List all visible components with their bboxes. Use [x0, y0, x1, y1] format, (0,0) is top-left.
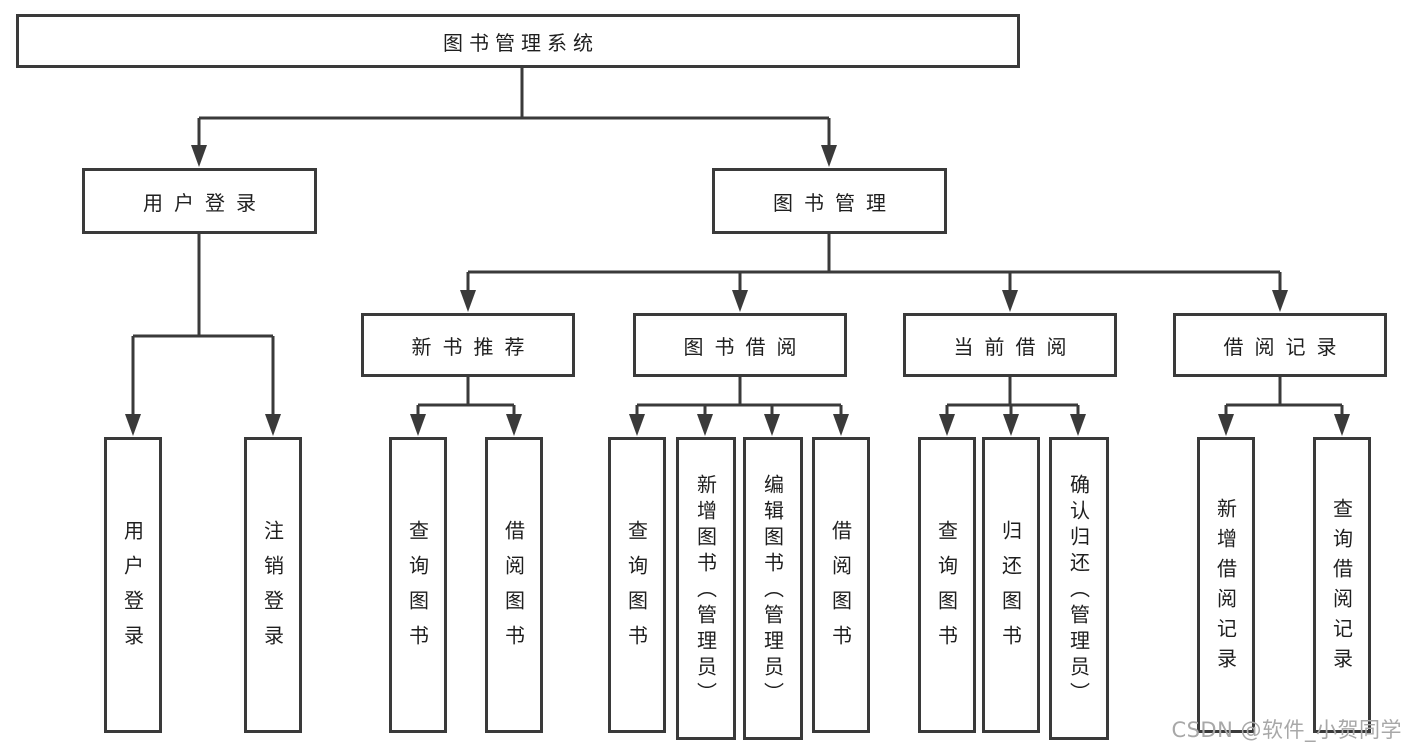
node-root-label: 图书管理系统 [443, 30, 599, 55]
node-user-login-label: 用户登录 [143, 190, 267, 215]
node-new-book-recommend-label: 新书推荐 [411, 334, 536, 359]
node-user-login: 用户登录 [82, 168, 317, 234]
arrowhead-down-icon [732, 290, 748, 312]
connector-spines [133, 68, 1342, 407]
leaf-return-books: 归还图书 [982, 437, 1040, 733]
leaf-query-books-recommend: 查询图书 [389, 437, 447, 733]
watermark: CSDN @软件_小贺同学 [1171, 718, 1402, 742]
leaf-add-borrow-record: 新增借阅记录 [1197, 437, 1255, 733]
arrowhead-down-icon [1070, 414, 1086, 436]
arrowhead-down-icon [410, 414, 426, 436]
leaf-query-borrow-record: 查询借阅记录 [1313, 437, 1371, 733]
node-current-borrowing-label: 当前借阅 [953, 334, 1078, 359]
arrowhead-down-icon [697, 414, 713, 436]
leaf-query-books-borrowing: 查询图书 [608, 437, 666, 733]
node-new-book-recommend: 新书推荐 [361, 313, 575, 377]
node-root: 图书管理系统 [16, 14, 1020, 68]
arrowhead-down-icon [1218, 414, 1234, 436]
arrowhead-down-icon [265, 414, 281, 436]
arrowhead-down-icon [833, 414, 849, 436]
arrowhead-down-icon [821, 145, 837, 167]
leaf-user-login: 用户登录 [104, 437, 162, 733]
leaf-query-books-current: 查询图书 [918, 437, 976, 733]
arrowhead-down-icon [629, 414, 645, 436]
leaf-edit-books-admin: 编辑图书（管理员） [743, 437, 803, 740]
node-borrowing-records-label: 借阅记录 [1223, 334, 1348, 359]
arrowhead-down-icon [125, 414, 141, 436]
node-book-borrowing: 图书借阅 [633, 313, 847, 377]
arrowhead-down-icon [764, 414, 780, 436]
node-borrowing-records: 借阅记录 [1173, 313, 1387, 377]
node-book-borrowing-label: 图书借阅 [683, 334, 808, 359]
arrowhead-down-icon [1002, 290, 1018, 312]
arrowhead-down-icon [1334, 414, 1350, 436]
leaf-borrow-books-recommend: 借阅图书 [485, 437, 543, 733]
node-book-management: 图书管理 [712, 168, 947, 234]
node-book-management-label: 图书管理 [773, 190, 897, 215]
node-current-borrowing: 当前借阅 [903, 313, 1117, 377]
arrowhead-down-icon [939, 414, 955, 436]
arrowhead-down-icon [1003, 414, 1019, 436]
leaf-add-books-admin: 新增图书（管理员） [676, 437, 736, 740]
arrowhead-down-icon [191, 145, 207, 167]
arrowhead-down-icon [1272, 290, 1288, 312]
arrowhead-down-icon [506, 414, 522, 436]
leaf-confirm-return-admin: 确认归还（管理员） [1049, 437, 1109, 740]
leaf-borrow-books: 借阅图书 [812, 437, 870, 733]
leaf-logout: 注销登录 [244, 437, 302, 733]
arrowhead-down-icon [460, 290, 476, 312]
